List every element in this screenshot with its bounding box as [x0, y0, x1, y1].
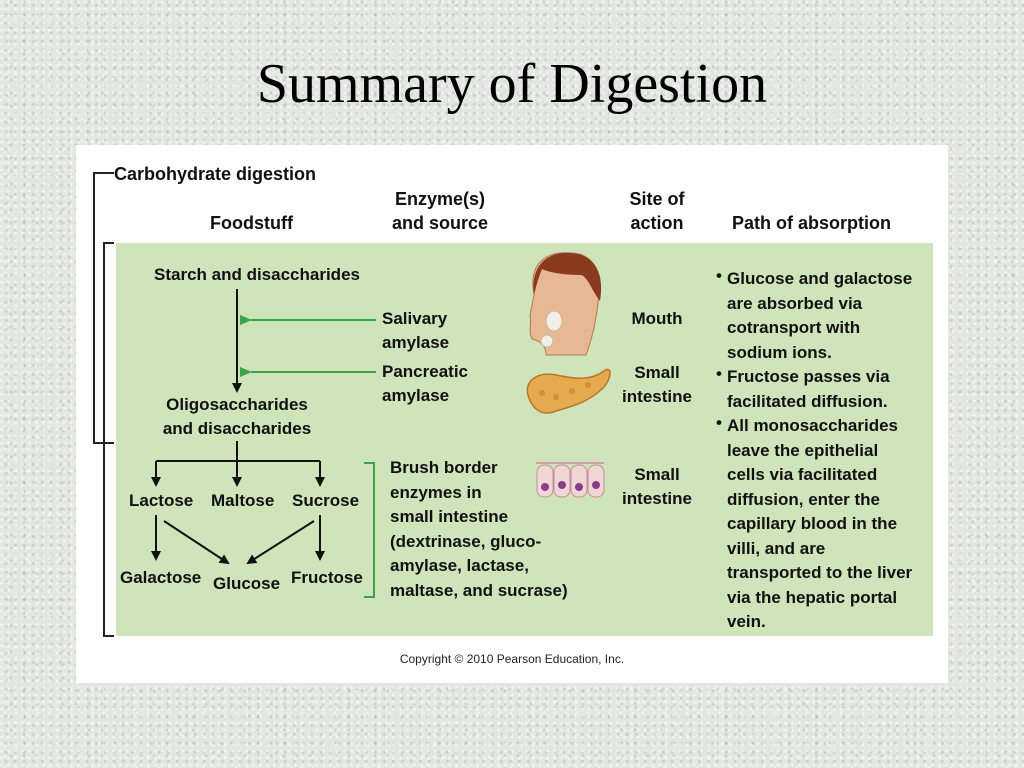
pancreas-icon: [526, 368, 611, 414]
header-foodstuff: Foodstuff: [210, 213, 293, 233]
brush-label-line3: small intestine: [390, 507, 509, 526]
absorption-line: via the hepatic portal: [727, 587, 898, 607]
brush-label-line5: amylase, lactase,: [390, 556, 529, 575]
pancreatic-label-line1: Pancreatic: [382, 362, 468, 381]
absorption-line: diffusion, enter the: [727, 489, 880, 509]
fructose-label: Fructose: [291, 568, 363, 587]
starch-label: Starch and disaccharides: [154, 265, 360, 284]
head-icon: [529, 252, 602, 356]
glucose-label: Glucose: [213, 574, 281, 593]
header-site-line2: action: [630, 213, 684, 233]
site-mouth: Mouth: [631, 309, 683, 328]
brush-label-line1: Brush border: [390, 458, 498, 477]
bullet: •: [716, 364, 722, 383]
absorption-line: leave the epithelial: [727, 440, 879, 460]
absorption-line: vein.: [727, 612, 766, 631]
header-path: Path of absorption: [732, 213, 891, 233]
absorption-line: cotransport with: [727, 318, 861, 337]
brush-label-line2: enzymes in: [390, 483, 482, 502]
absorption-item-1: • Glucose and galactose are absorbed via…: [714, 266, 934, 365]
lactose-glucose-arrow: [163, 520, 230, 565]
brush-label-line6: maltase, and sucrase): [390, 581, 568, 600]
epithelial-cells-icon: [536, 462, 605, 498]
sucrose-label: Sucrose: [292, 491, 360, 510]
section-title: Carbohydrate digestion: [114, 164, 317, 184]
absorption-line: villi, and are: [727, 538, 826, 558]
maltose-label: Maltose: [211, 491, 275, 510]
site-small2-line2: intestine: [622, 489, 692, 508]
oligo-label-line1: Oligosaccharides: [166, 395, 308, 414]
inner-bracket: [103, 242, 114, 637]
galactose-label: Galactose: [120, 568, 202, 587]
site-small2-line1: Small: [634, 465, 680, 484]
absorption-line: transported to the liver: [727, 563, 913, 582]
bullet: •: [716, 266, 722, 285]
absorption-line: Fructose passes via: [727, 367, 890, 386]
absorption-line: cells via facilitated: [727, 465, 878, 484]
absorption-line: facilitated diffusion.: [727, 391, 888, 411]
brush-label-line4: (dextrinase, gluco-: [390, 532, 542, 551]
slide-title: Summary of Digestion: [256, 53, 768, 115]
copyright: Copyright © 2010 Pearson Education, Inc.: [399, 652, 625, 666]
sucrose-glucose-arrow: [246, 520, 315, 565]
digestion-figure: Carbohydrate digestion Foodstuff Enzyme(…: [76, 145, 948, 683]
absorption-line: capillary blood in the: [727, 514, 898, 533]
absorption-item-2: • Fructose passes via facilitated diffus…: [714, 364, 934, 414]
header-enzymes-line2: and source: [391, 213, 489, 233]
pancreatic-label-line2: amylase: [382, 386, 450, 405]
absorption-line: All monosaccharides: [727, 416, 899, 435]
absorption-item-3: • All monosaccharides leave the epitheli…: [714, 413, 934, 635]
brush-bracket: [364, 462, 375, 598]
bullet: •: [716, 413, 722, 432]
site-small-line1: Small: [634, 363, 680, 382]
header-site-line1: Site of: [629, 189, 685, 209]
absorption-list: • Glucose and galactose are absorbed via…: [714, 266, 934, 635]
absorption-line: are absorbed via: [727, 293, 863, 313]
oligo-label-line2: and disaccharides: [162, 419, 312, 438]
content-panel: [116, 243, 933, 636]
salivary-label-line2: amylase: [382, 333, 450, 352]
lactose-label: Lactose: [129, 491, 194, 510]
salivary-label-line1: Salivary: [382, 309, 448, 328]
absorption-line: sodium ions.: [727, 342, 832, 362]
diagram-lines: [93, 172, 611, 637]
header-enzymes-line1: Enzyme(s): [394, 189, 486, 209]
site-small-line2: intestine: [622, 387, 692, 406]
absorption-line: Glucose and galactose: [727, 269, 913, 288]
